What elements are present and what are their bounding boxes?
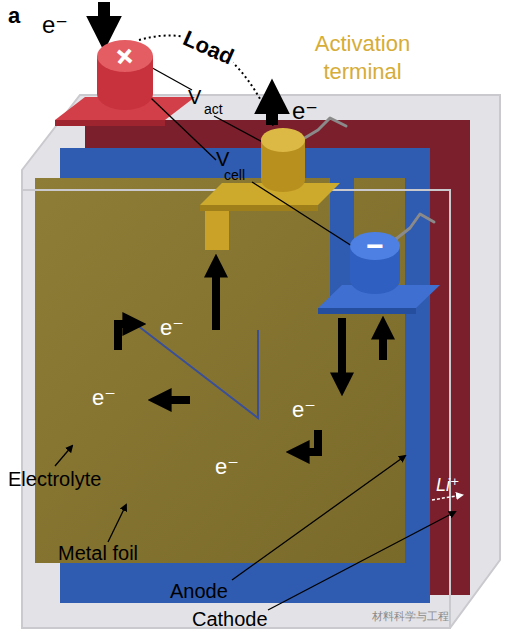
electron-arrow-bend <box>118 324 132 350</box>
electron-label: e⁻ <box>292 398 316 422</box>
cylinder-top <box>261 128 305 152</box>
terminal-heading: Activation terminal <box>280 30 445 85</box>
electron-label: e⁻ <box>160 316 184 340</box>
electron-arrow-bend <box>300 430 318 452</box>
leader-arrow <box>232 456 405 580</box>
ion-arrow <box>432 495 462 500</box>
part-name: Metal foil <box>58 542 138 564</box>
voltage-symbol: V <box>188 86 201 108</box>
negative-terminal: − <box>350 232 400 294</box>
positive-terminal: + <box>97 40 153 110</box>
part-name: Anode <box>170 580 228 602</box>
electron-label: e⁻ <box>215 455 239 479</box>
activation-flange-edge <box>200 205 318 211</box>
ion-label: Li⁺ <box>436 476 460 496</box>
leader-arrow <box>55 446 72 466</box>
electron-label: e⁻ <box>42 12 68 38</box>
electron-arrow-left <box>162 396 190 404</box>
electron-arrow-up <box>212 268 220 330</box>
part-name: Cathode <box>192 608 268 630</box>
anode-wire <box>392 214 434 242</box>
voltage-subscript: act <box>204 102 223 117</box>
electrolyte-front-edge <box>22 190 450 628</box>
electron-arrow-out <box>266 100 278 125</box>
voltage-leader <box>252 182 366 255</box>
voltage-symbol: V <box>216 148 229 170</box>
activation-terminal: Activation terminal <box>261 128 305 192</box>
metal-foil <box>35 178 405 563</box>
electron-label: e⁻ <box>292 98 318 124</box>
connector-label: Load <box>178 25 240 70</box>
electrolyte-case <box>22 95 500 628</box>
foil-slit <box>133 322 258 418</box>
leader-arrow <box>268 512 455 610</box>
electron-arrow-down <box>338 318 346 382</box>
terminal-cylinder <box>261 128 305 192</box>
cathode-flange-edge <box>55 120 165 126</box>
leader-arrow <box>108 505 126 542</box>
voltage-subscript: cell <box>224 168 245 183</box>
part-name: Electrolyte <box>8 468 101 490</box>
terminal-symbol: − <box>350 228 400 264</box>
electron-label: e⁻ <box>92 386 116 410</box>
watermark: 材料科学与工程 <box>372 610 449 622</box>
panel-letter: a <box>8 4 20 28</box>
electron-arrow-anode <box>379 330 387 360</box>
anode-flange-edge <box>318 308 416 314</box>
electron-arrow-in <box>98 2 110 30</box>
